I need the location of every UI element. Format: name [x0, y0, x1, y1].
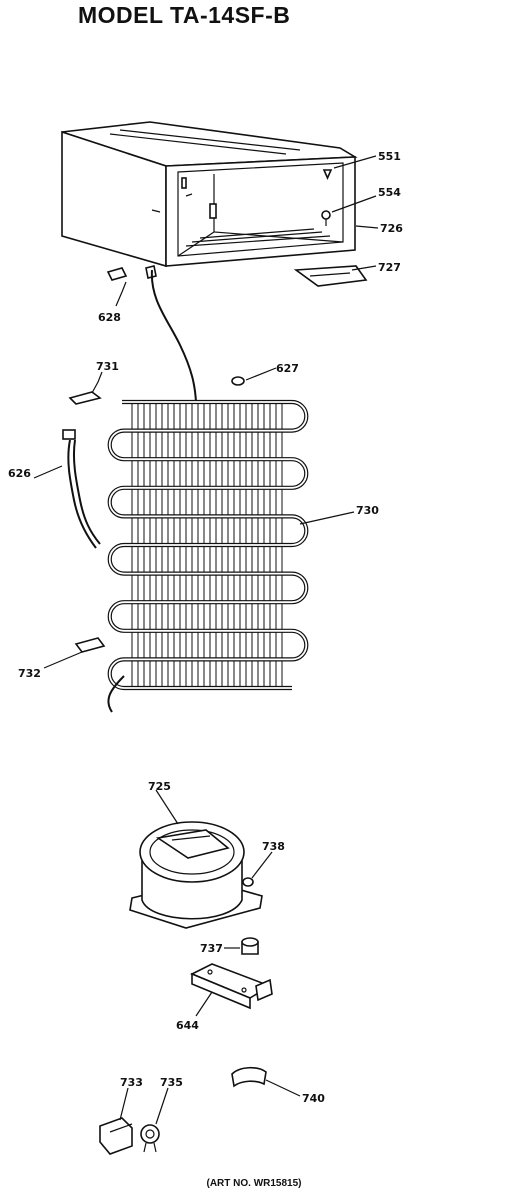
- leader-lines: [33, 155, 379, 1125]
- part-725-compressor: [129, 821, 263, 929]
- callout-731: 731: [96, 360, 119, 373]
- coil-tube: [108, 401, 308, 689]
- callout-627: 627: [276, 362, 299, 375]
- callout-737: 737: [200, 942, 223, 955]
- part-732-bracket: [74, 637, 106, 653]
- callout-626: 626: [8, 467, 31, 480]
- callout-730: 730: [356, 504, 379, 517]
- part-554-screw: [321, 210, 331, 226]
- part-733-relay: [99, 1117, 133, 1155]
- refrigerant-tube: [150, 269, 197, 403]
- part-735-overload: [140, 1124, 160, 1153]
- callout-740: 740: [302, 1092, 325, 1105]
- part-727-bracket: [293, 265, 368, 287]
- callout-738: 738: [262, 840, 285, 853]
- callout-628: 628: [98, 311, 121, 324]
- callout-554: 554: [378, 186, 401, 199]
- part-737-spacer: [241, 937, 259, 955]
- condenser-coil: [107, 399, 309, 713]
- callout-551: 551: [378, 150, 401, 163]
- art-number: (ART NO. WR15815): [206, 1178, 302, 1189]
- part-628-clip: [106, 265, 157, 281]
- callout-735: 735: [160, 1076, 183, 1089]
- part-627-grommet: [231, 376, 245, 386]
- part-551-screw: [322, 169, 333, 180]
- callout-727: 727: [378, 261, 401, 274]
- callout-644: 644: [176, 1019, 199, 1032]
- part-740-clip: [231, 1066, 267, 1088]
- cabinet-housing: [61, 121, 358, 268]
- diagram-title: MODEL TA-14SF-B: [78, 2, 291, 28]
- part-731-bracket: [68, 391, 102, 405]
- callout-725: 725: [148, 780, 171, 793]
- part-738-grommet: [242, 877, 254, 887]
- callout-726: 726: [380, 222, 403, 235]
- part-626-drain-heater: [62, 429, 101, 549]
- part-644-bracket: [190, 963, 273, 1010]
- callout-733: 733: [120, 1076, 143, 1089]
- callout-732: 732: [18, 667, 41, 680]
